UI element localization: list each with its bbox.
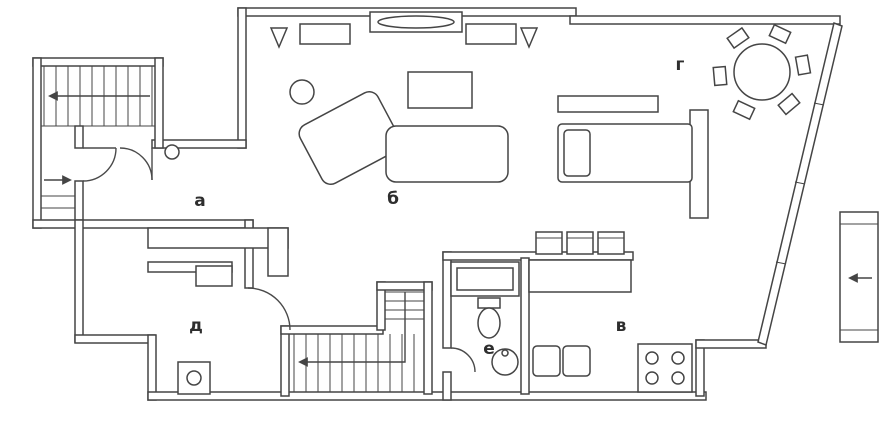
doors [82, 147, 476, 373]
kitchen-sink-bowl [532, 345, 561, 377]
wall-segment [32, 57, 42, 229]
staircase-right-shaft [839, 211, 879, 343]
wall-segment [74, 334, 156, 344]
dining-table [733, 43, 791, 101]
room-label-d: д [189, 316, 203, 336]
dining-chair [732, 99, 756, 121]
washbasin [491, 348, 519, 376]
wall-segment [32, 57, 164, 67]
stair-treads [41, 66, 155, 127]
wall-segment [237, 7, 247, 149]
wall-segment [695, 339, 767, 349]
room-label-g: г [676, 55, 685, 75]
shaft-outline [839, 211, 879, 343]
media-cabinet-left [299, 23, 351, 45]
bed-pillow [563, 129, 591, 177]
window-mullion [775, 261, 787, 265]
column [164, 144, 180, 160]
stove [637, 343, 693, 393]
door-arc [82, 147, 117, 182]
left-landing [41, 175, 75, 209]
dining-chair [777, 92, 801, 116]
door-arc [119, 147, 153, 181]
speaker-right [519, 27, 539, 49]
wall-segment [423, 281, 433, 395]
room-label-v: в [616, 316, 627, 336]
bathroom-counter-basin [456, 267, 514, 291]
wall-segment [442, 371, 452, 401]
wall-segment [147, 334, 157, 401]
wall-segment [280, 325, 290, 397]
kitchen-sink-bowl [562, 345, 591, 377]
kitchen-counter [528, 259, 632, 293]
wall-segment [74, 125, 84, 149]
speaker-left [269, 27, 289, 49]
dining-chair [726, 26, 750, 50]
staircase-upper-left [41, 66, 155, 127]
toilet-bowl [477, 307, 501, 339]
side-table [289, 79, 315, 105]
wall-segment [520, 257, 530, 395]
room-label-b: б [387, 189, 399, 209]
wall-segment [569, 15, 841, 25]
wall-segment [280, 325, 384, 335]
room-label-a: а [194, 191, 205, 211]
stair-treads [41, 195, 75, 209]
stove-burner [671, 371, 685, 385]
wall-cabinet [535, 231, 563, 255]
small-table [195, 265, 233, 287]
window-mullion [813, 102, 825, 106]
staircase-central [293, 291, 424, 392]
wall-segment [74, 219, 84, 343]
tv-screen [377, 15, 455, 29]
diagonal-glass-wall [757, 21, 843, 347]
furniture [147, 11, 812, 395]
straight-sofa [385, 125, 509, 183]
washing-machine-door [186, 370, 202, 386]
toilet-tank [477, 297, 501, 309]
angled-sofa [298, 90, 402, 186]
washbasin-tap [501, 349, 509, 357]
room-labels: а б г д е в [189, 55, 684, 359]
stove-burner [645, 351, 659, 365]
room-label-e: е [483, 339, 495, 359]
dining-chair [768, 23, 792, 45]
window-mullion [794, 181, 806, 185]
media-cabinet-right [465, 23, 517, 45]
wall-cabinet [597, 231, 625, 255]
dining-chair [794, 54, 812, 76]
wall-cabinet [566, 231, 594, 255]
wall-segment [442, 251, 452, 349]
wardrobe [147, 227, 289, 249]
stove-burner [671, 351, 685, 365]
dining-chair [712, 65, 728, 87]
coffee-table [407, 71, 473, 109]
wardrobe-return [267, 227, 289, 277]
door-arc [450, 347, 476, 373]
wall-segment [32, 219, 254, 229]
wall-segment [154, 57, 164, 149]
bed [557, 123, 693, 183]
stair-direction-arrow [298, 292, 406, 367]
door-arc [247, 287, 291, 331]
wall-segment [151, 139, 247, 149]
stove-burner [645, 371, 659, 385]
bed-shelf-top [557, 95, 659, 113]
